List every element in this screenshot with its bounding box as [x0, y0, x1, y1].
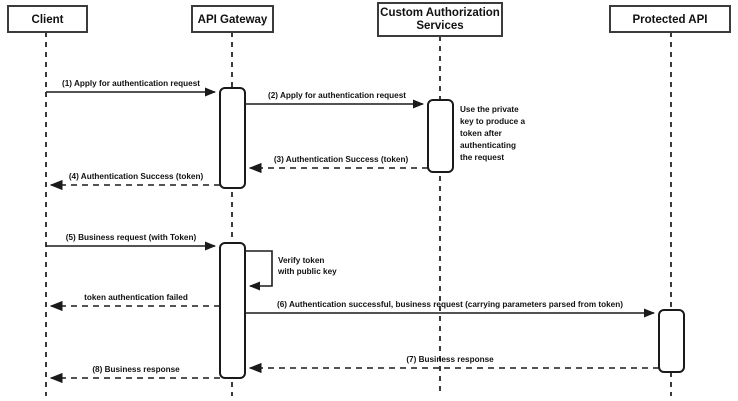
- message-2-label: (2) Apply for authentication request: [268, 91, 406, 100]
- participant-custom-auth-label-line1: Custom Authorization: [380, 7, 500, 19]
- message-7[interactable]: (7) Business response: [248, 355, 659, 374]
- message-8[interactable]: (8) Business response: [49, 365, 220, 384]
- activation-bars: [219, 87, 685, 379]
- participant-custom-auth[interactable]: Custom Authorization Services: [377, 2, 503, 37]
- note-auth-private-key-line-1: Use the private: [460, 105, 519, 114]
- participant-api-gateway[interactable]: API Gateway: [191, 5, 274, 33]
- participant-custom-auth-label-line2: Services: [416, 20, 463, 32]
- activation-custom-auth[interactable]: [427, 99, 454, 173]
- participant-client-label: Client: [32, 14, 64, 26]
- participant-api-gateway-box[interactable]: [191, 5, 274, 33]
- message-6-label: (6) Authentication successful, business …: [277, 300, 623, 309]
- message-self-verify-token-label-line1: Verify token: [278, 256, 324, 265]
- note-auth-private-key-line-5: the request: [460, 153, 504, 162]
- note-auth-private-key: Use the private key to produce a token a…: [460, 105, 526, 162]
- message-token-auth-failed-label: token authentication failed: [84, 293, 188, 302]
- participant-client[interactable]: Client: [7, 5, 88, 33]
- participant-custom-auth-box[interactable]: [377, 2, 503, 37]
- participant-headers: Client API Gateway Custom Authorization …: [7, 2, 731, 37]
- activation-api-gateway-business[interactable]: [219, 242, 246, 379]
- message-2[interactable]: (2) Apply for authentication request: [245, 91, 425, 109]
- participant-protected-api-box[interactable]: [609, 5, 731, 33]
- message-5-label: (5) Business request (with Token): [66, 233, 197, 242]
- message-self-verify-token-arrow[interactable]: [245, 250, 273, 291]
- message-3-label: (3) Authentication Success (token): [274, 155, 409, 164]
- note-auth-private-key-line-4: authenticating: [460, 141, 516, 150]
- message-5[interactable]: (5) Business request (with Token): [46, 233, 217, 251]
- message-4-label: (4) Authentication Success (token): [69, 172, 204, 181]
- message-4[interactable]: (4) Authentication Success (token): [49, 172, 220, 191]
- note-auth-private-key-line-2: key to produce a: [460, 117, 526, 126]
- participant-protected-api[interactable]: Protected API: [609, 5, 731, 33]
- participant-api-gateway-label: API Gateway: [198, 14, 268, 26]
- activation-api-gateway-auth[interactable]: [219, 87, 246, 189]
- message-1-label: (1) Apply for authentication request: [62, 79, 200, 88]
- note-auth-private-key-line-3: token after: [460, 129, 503, 138]
- message-3[interactable]: (3) Authentication Success (token): [248, 155, 428, 174]
- message-self-verify-token-label-line2: with public key: [277, 267, 337, 276]
- message-token-auth-failed[interactable]: token authentication failed: [49, 293, 220, 312]
- message-7-label: (7) Business response: [406, 355, 494, 364]
- message-8-label: (8) Business response: [92, 365, 180, 374]
- participant-client-box[interactable]: [7, 5, 88, 33]
- activation-protected-api[interactable]: [658, 309, 685, 373]
- message-self-verify-token[interactable]: Verify token with public key: [245, 250, 337, 291]
- message-6[interactable]: (6) Authentication successful, business …: [245, 300, 656, 318]
- message-1[interactable]: (1) Apply for authentication request: [46, 79, 217, 97]
- participant-protected-api-label: Protected API: [633, 14, 708, 26]
